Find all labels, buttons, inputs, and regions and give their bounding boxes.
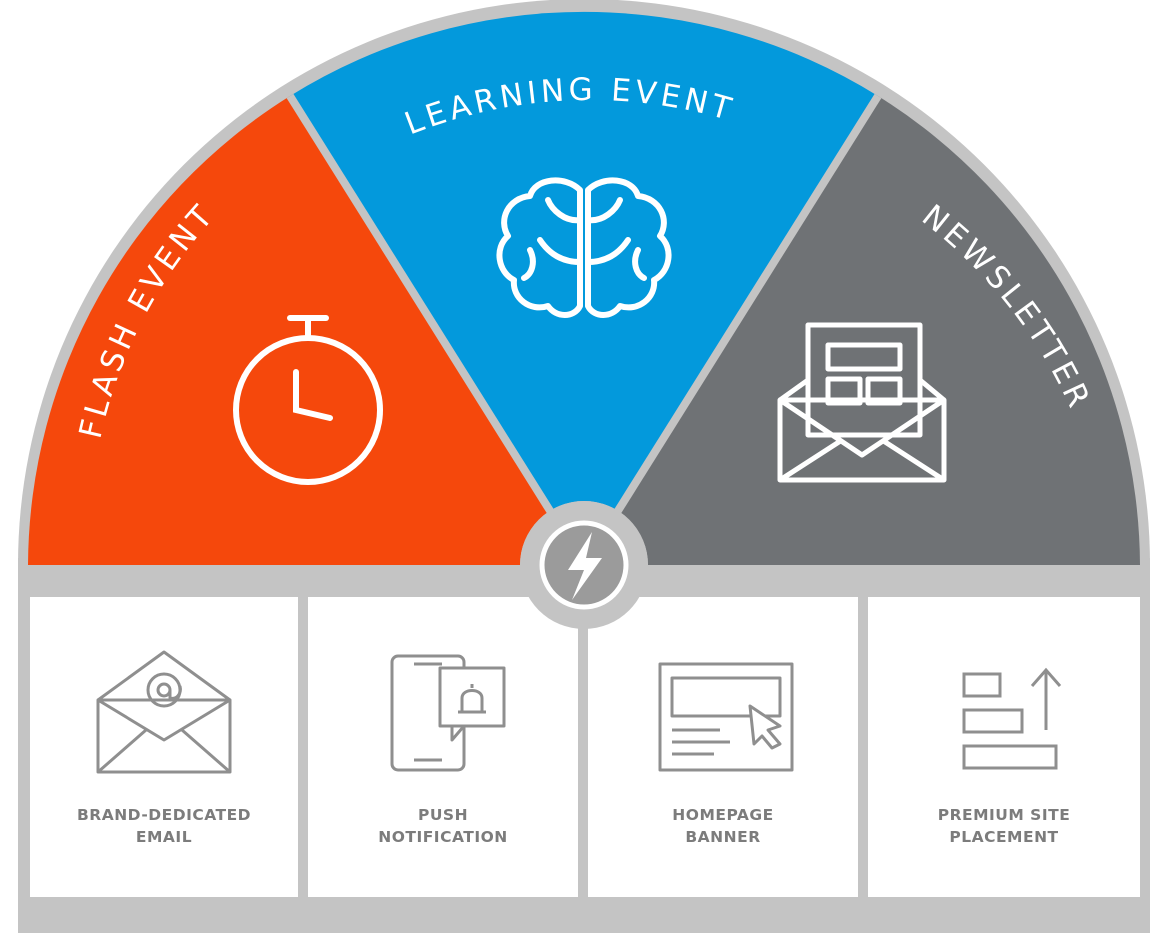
tile-banner-label-1: HOMEPAGE (672, 806, 773, 824)
tile-homepage-banner[interactable] (588, 597, 858, 897)
tile-email-label-2: EMAIL (136, 828, 192, 846)
phone-bell-icon (390, 654, 506, 772)
divider-left (286, 93, 588, 568)
newsletter-envelope-icon (777, 322, 947, 483)
tile-placement-label-1: PREMIUM SITE (938, 806, 1071, 824)
tile-email-label-1: BRAND-DEDICATED (77, 806, 251, 824)
tile-push-notification[interactable] (308, 597, 578, 897)
divider-right (580, 93, 882, 568)
ranking-up-icon (962, 667, 1062, 770)
email-at-icon (96, 650, 232, 774)
tile-brand-dedicated-email[interactable] (30, 597, 298, 897)
hub-overlap (520, 501, 648, 629)
brain-icon (496, 177, 672, 318)
wedge-learning-event[interactable] (290, 11, 878, 565)
tile-banner-label-2: BANNER (685, 828, 760, 846)
tile-push-label-2: NOTIFICATION (378, 828, 508, 846)
lightning-bolt-icon (568, 532, 602, 600)
wedge-newsletter[interactable] (584, 96, 1140, 565)
tile-push-label-1: PUSH (418, 806, 468, 824)
tile-placement-label-2: PLACEMENT (949, 828, 1058, 846)
stopwatch-icon (233, 315, 383, 485)
banner-cursor-icon (658, 662, 794, 772)
